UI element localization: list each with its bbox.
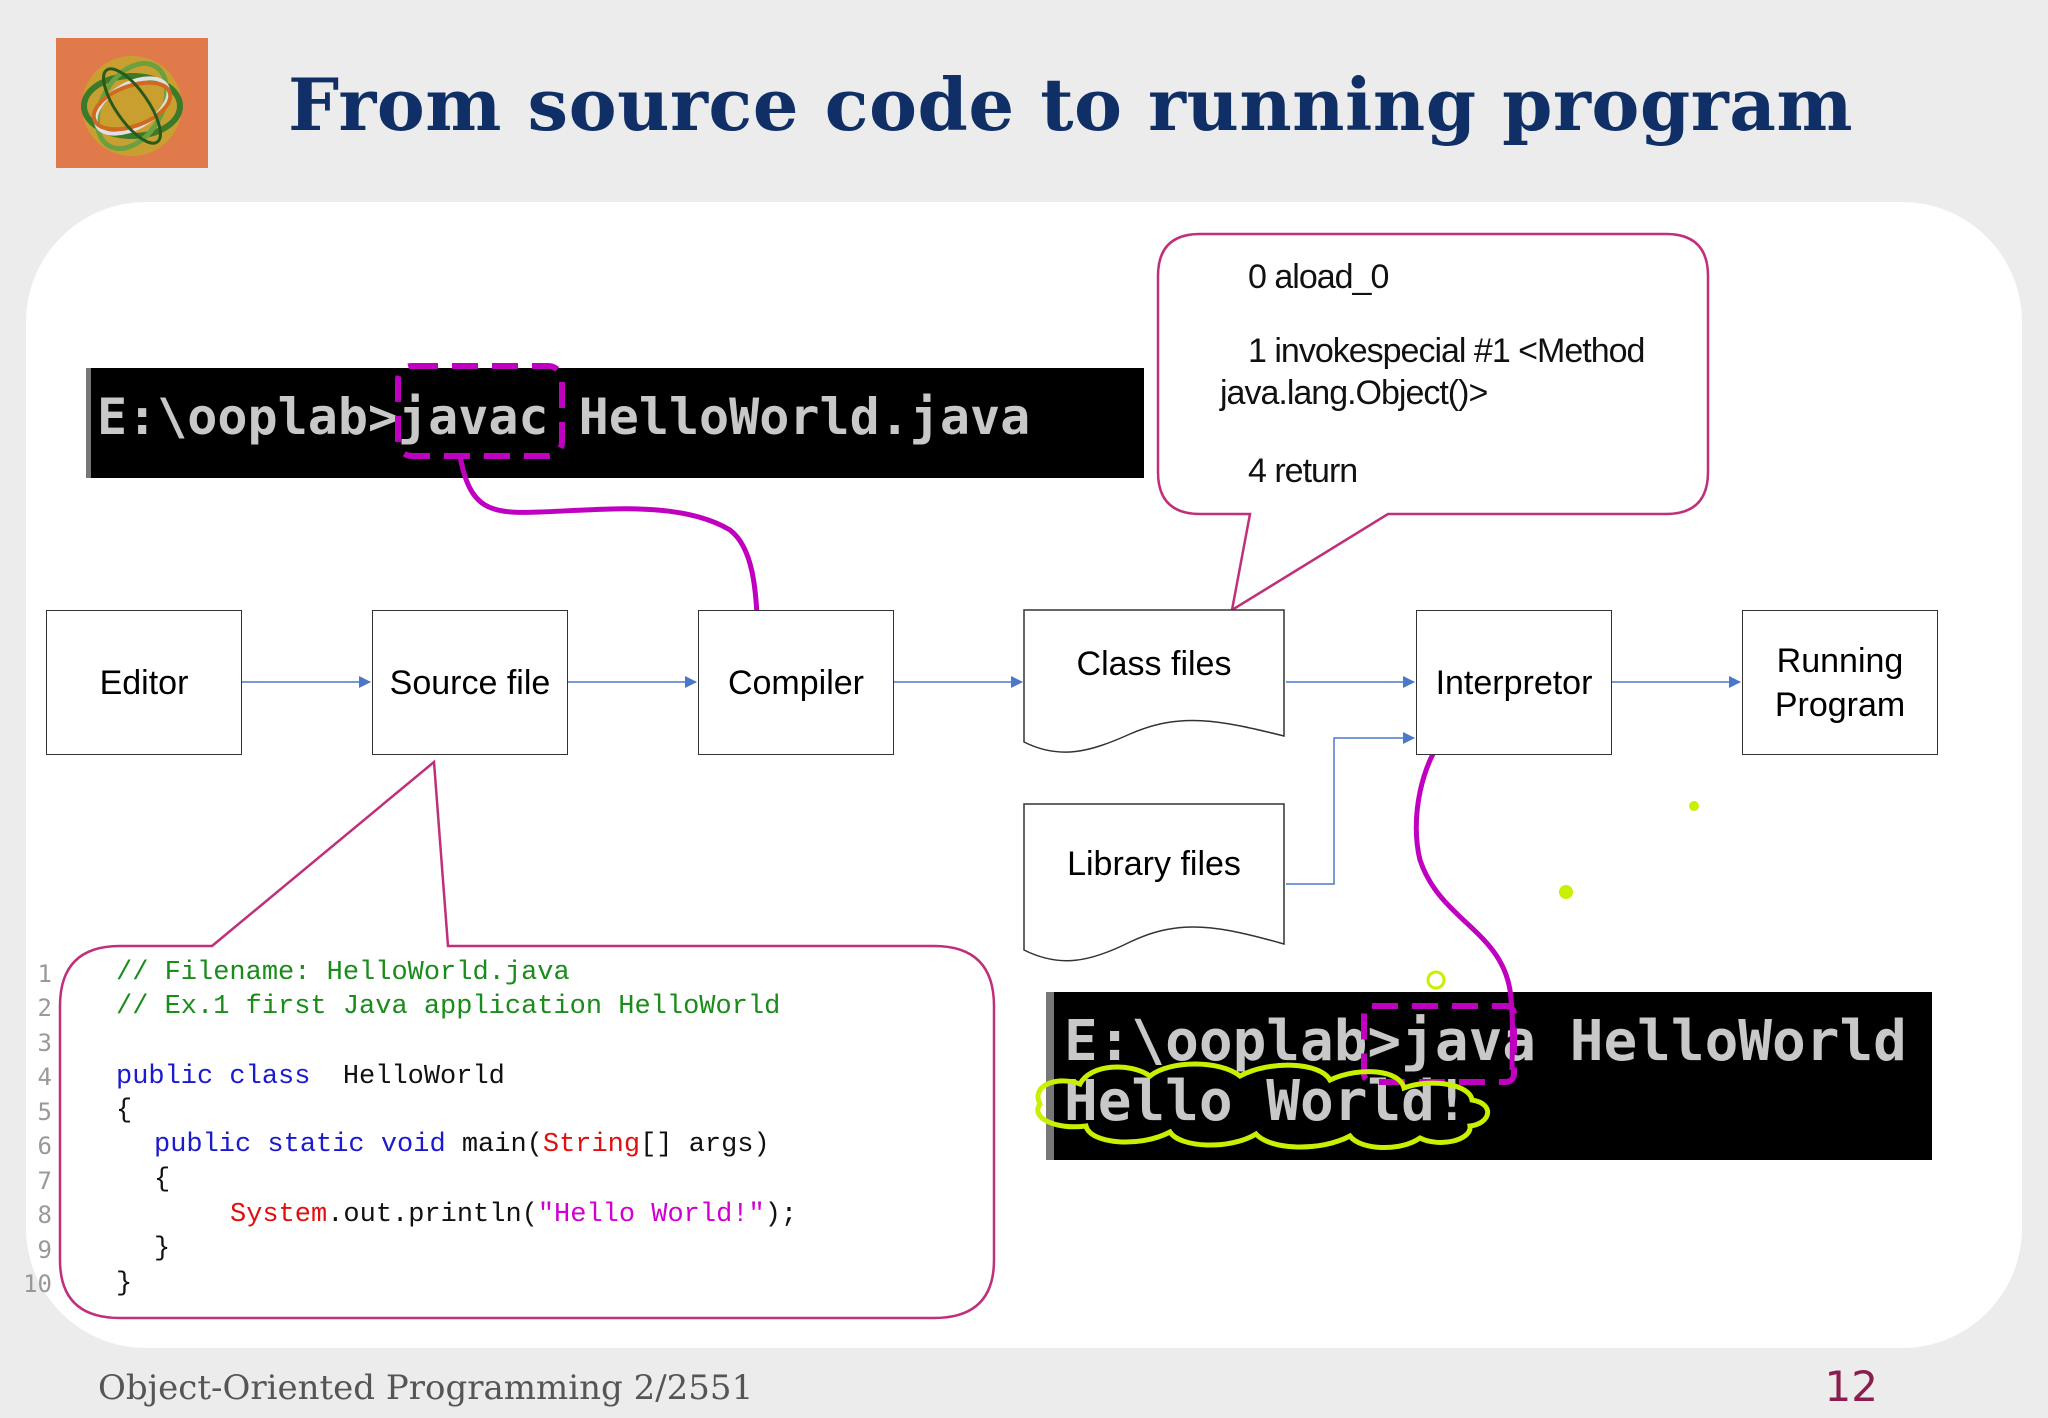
editor-box: Editor bbox=[46, 610, 242, 755]
code-type: System bbox=[230, 1200, 328, 1230]
library-files-label: Library files bbox=[1067, 845, 1241, 883]
code-line-numbers: 1 2 3 4 5 6 7 8 9 10 bbox=[0, 956, 100, 1306]
run-command: E:\ooplab>java HelloWorld bbox=[1064, 1009, 1907, 1074]
line-number: 9 bbox=[37, 1236, 52, 1264]
class-files-label: Class files bbox=[1076, 645, 1232, 683]
line-number: 2 bbox=[37, 994, 52, 1022]
code-brace: } bbox=[154, 1234, 171, 1264]
code-keyword: public static void bbox=[154, 1130, 446, 1160]
code-line-9: } bbox=[154, 1234, 170, 1264]
footer-course: Object-Oriented Programming 2/2551 bbox=[98, 1368, 754, 1408]
logo bbox=[56, 38, 208, 168]
line-number: 10 bbox=[23, 1270, 52, 1298]
code-call: .out.println( bbox=[327, 1200, 538, 1230]
code-line-4: public class HelloWorld bbox=[116, 1062, 505, 1092]
code-class-name: HelloWorld bbox=[342, 1062, 505, 1092]
source-file-box: Source file bbox=[372, 610, 568, 755]
line-number: 4 bbox=[37, 1063, 52, 1091]
bytecode-line-2: java.lang.Object()> bbox=[1220, 374, 1488, 412]
code-string: "Hello World!" bbox=[537, 1200, 765, 1230]
line-number: 1 bbox=[37, 960, 52, 988]
code-line-8: System.out.println("Hello World!"); bbox=[230, 1200, 797, 1230]
code-line-2: // Ex.1 first Java application HelloWorl… bbox=[116, 992, 780, 1022]
line-number: 8 bbox=[37, 1201, 52, 1229]
interpretor-box: Interpretor bbox=[1416, 610, 1612, 755]
yarn-ball-icon bbox=[56, 38, 208, 168]
line-number: 7 bbox=[37, 1167, 52, 1195]
running-program-box: Running Program bbox=[1742, 610, 1938, 755]
code-comment: // Ex.1 first Java application HelloWorl… bbox=[116, 992, 781, 1022]
code-brace: } bbox=[116, 1269, 133, 1299]
code-line-1: // Filename: HelloWorld.java bbox=[116, 958, 570, 988]
code-brace: { bbox=[116, 1096, 133, 1126]
slide-title: From source code to running program bbox=[288, 62, 1854, 147]
line-number: 5 bbox=[37, 1098, 52, 1126]
bytecode-line-3: 4 return bbox=[1248, 452, 1358, 490]
compile-terminal: E:\ooplab>javac HelloWorld.java bbox=[86, 368, 1144, 478]
code-method: main( bbox=[461, 1130, 543, 1160]
compiler-box: Compiler bbox=[698, 610, 894, 755]
code-line-7: { bbox=[154, 1165, 170, 1195]
code-end: ); bbox=[764, 1200, 798, 1230]
bytecode-line-1: 1 invokespecial #1 <Method bbox=[1248, 332, 1645, 370]
line-number: 3 bbox=[37, 1029, 52, 1057]
code-keyword: public class bbox=[116, 1062, 311, 1092]
code-comment: // Filename: HelloWorld.java bbox=[116, 958, 570, 988]
run-terminal: E:\ooplab>java HelloWorld Hello World! bbox=[1046, 992, 1932, 1160]
code-type: String bbox=[542, 1130, 641, 1160]
page-number: 12 bbox=[1824, 1362, 1878, 1411]
bytecode-line-0: 0 aload_0 bbox=[1248, 258, 1389, 296]
code-line-5: { bbox=[116, 1096, 132, 1126]
run-output: Hello World! bbox=[1064, 1069, 1469, 1134]
code-line-6: public static void main(String[] args) bbox=[154, 1130, 770, 1160]
code-line-10: } bbox=[116, 1269, 132, 1299]
code-brace: { bbox=[154, 1165, 171, 1195]
code-args: [] args) bbox=[640, 1130, 770, 1160]
line-number: 6 bbox=[37, 1132, 52, 1160]
